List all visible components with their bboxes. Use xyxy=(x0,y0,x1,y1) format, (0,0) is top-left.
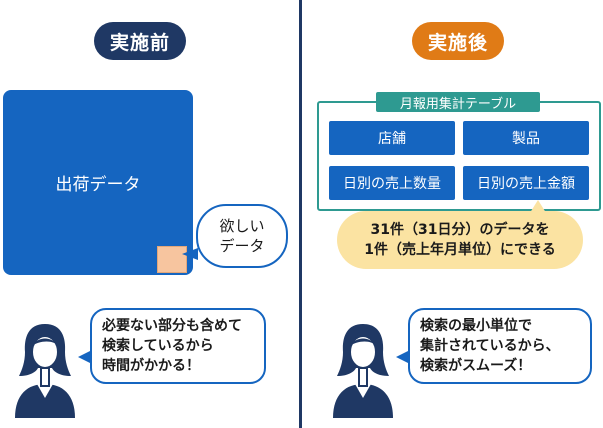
speech-line: 検索の最小単位で xyxy=(420,318,532,334)
before-header: 実施前 xyxy=(94,22,186,60)
speech-line: 時間がかかる！ xyxy=(102,358,200,374)
want-bubble-line: 欲しい xyxy=(219,217,265,235)
speech-left-tail xyxy=(78,350,92,364)
speech-line: 検索しているから xyxy=(102,338,214,354)
center-divider xyxy=(299,0,302,428)
happy-person-icon xyxy=(333,324,393,418)
after-header: 実施後 xyxy=(412,22,504,60)
table-title: 月報用集計テーブル xyxy=(376,92,540,112)
note-line: 1件（売上年月単位）にできる xyxy=(364,242,556,258)
table-cell-store: 店舗 xyxy=(329,121,455,155)
want-bubble: 欲しい データ xyxy=(196,204,288,268)
want-bubble-line: データ xyxy=(219,237,265,255)
table-cell-daily-quantity: 日別の売上数量 xyxy=(329,166,455,200)
table-cell-daily-amount: 日別の売上金額 xyxy=(463,166,589,200)
speech-line: 必要ない部分も含めて xyxy=(102,318,242,334)
speech-bubble-after: 検索の最小単位で 集計されているから、 検索がスムーズ！ xyxy=(408,308,592,384)
shipping-data-label: 出荷データ xyxy=(55,175,141,195)
worried-person-icon xyxy=(15,324,75,418)
speech-line: 検索がスムーズ！ xyxy=(420,358,532,374)
reduction-note: 31件（31日分）のデータを 1件（売上年月単位）にできる xyxy=(337,211,583,269)
shipping-data-box: 出荷データ xyxy=(3,90,193,275)
want-bubble-tail xyxy=(182,248,198,260)
note-line: 31件（31日分）のデータを xyxy=(370,222,550,238)
speech-right-tail xyxy=(396,350,410,364)
table-cell-product: 製品 xyxy=(463,121,589,155)
speech-bubble-before: 必要ない部分も含めて 検索しているから 時間がかかる！ xyxy=(90,308,266,384)
speech-line: 集計されているから、 xyxy=(420,338,560,354)
